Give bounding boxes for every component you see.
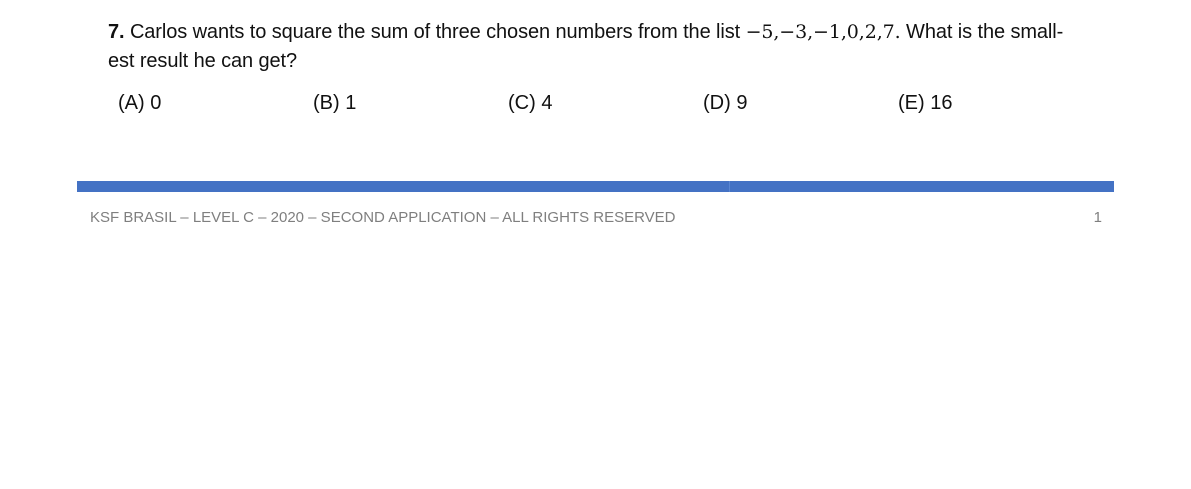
choice-d: (D) 9: [703, 92, 748, 114]
question-text-part-1: Carlos wants to square the sum of three …: [124, 21, 746, 43]
choice-a: (A) 0: [118, 92, 162, 114]
footer-divider-notch: [729, 181, 730, 192]
number-list: −5,−3,−1,0,2,7.: [745, 21, 901, 43]
question-number: 7.: [108, 21, 125, 43]
question-text-part-2: What is the small-: [900, 21, 1064, 43]
footer-copyright: KSF BRASIL – LEVEL C – 2020 – SECOND APP…: [90, 209, 676, 226]
choice-b: (B) 1: [313, 92, 357, 114]
answer-choices: (A) 0 (B) 1 (C) 4 (D) 9 (E) 16: [118, 88, 1098, 118]
question-text-line-2: est result he can get?: [108, 50, 298, 72]
choice-e: (E) 16: [898, 92, 953, 114]
footer-divider-bar: [77, 181, 1114, 192]
choice-c: (C) 4: [508, 92, 553, 114]
question-text: 7. Carlos wants to square the sum of thr…: [108, 18, 1098, 76]
page-number: 1: [1093, 209, 1102, 226]
